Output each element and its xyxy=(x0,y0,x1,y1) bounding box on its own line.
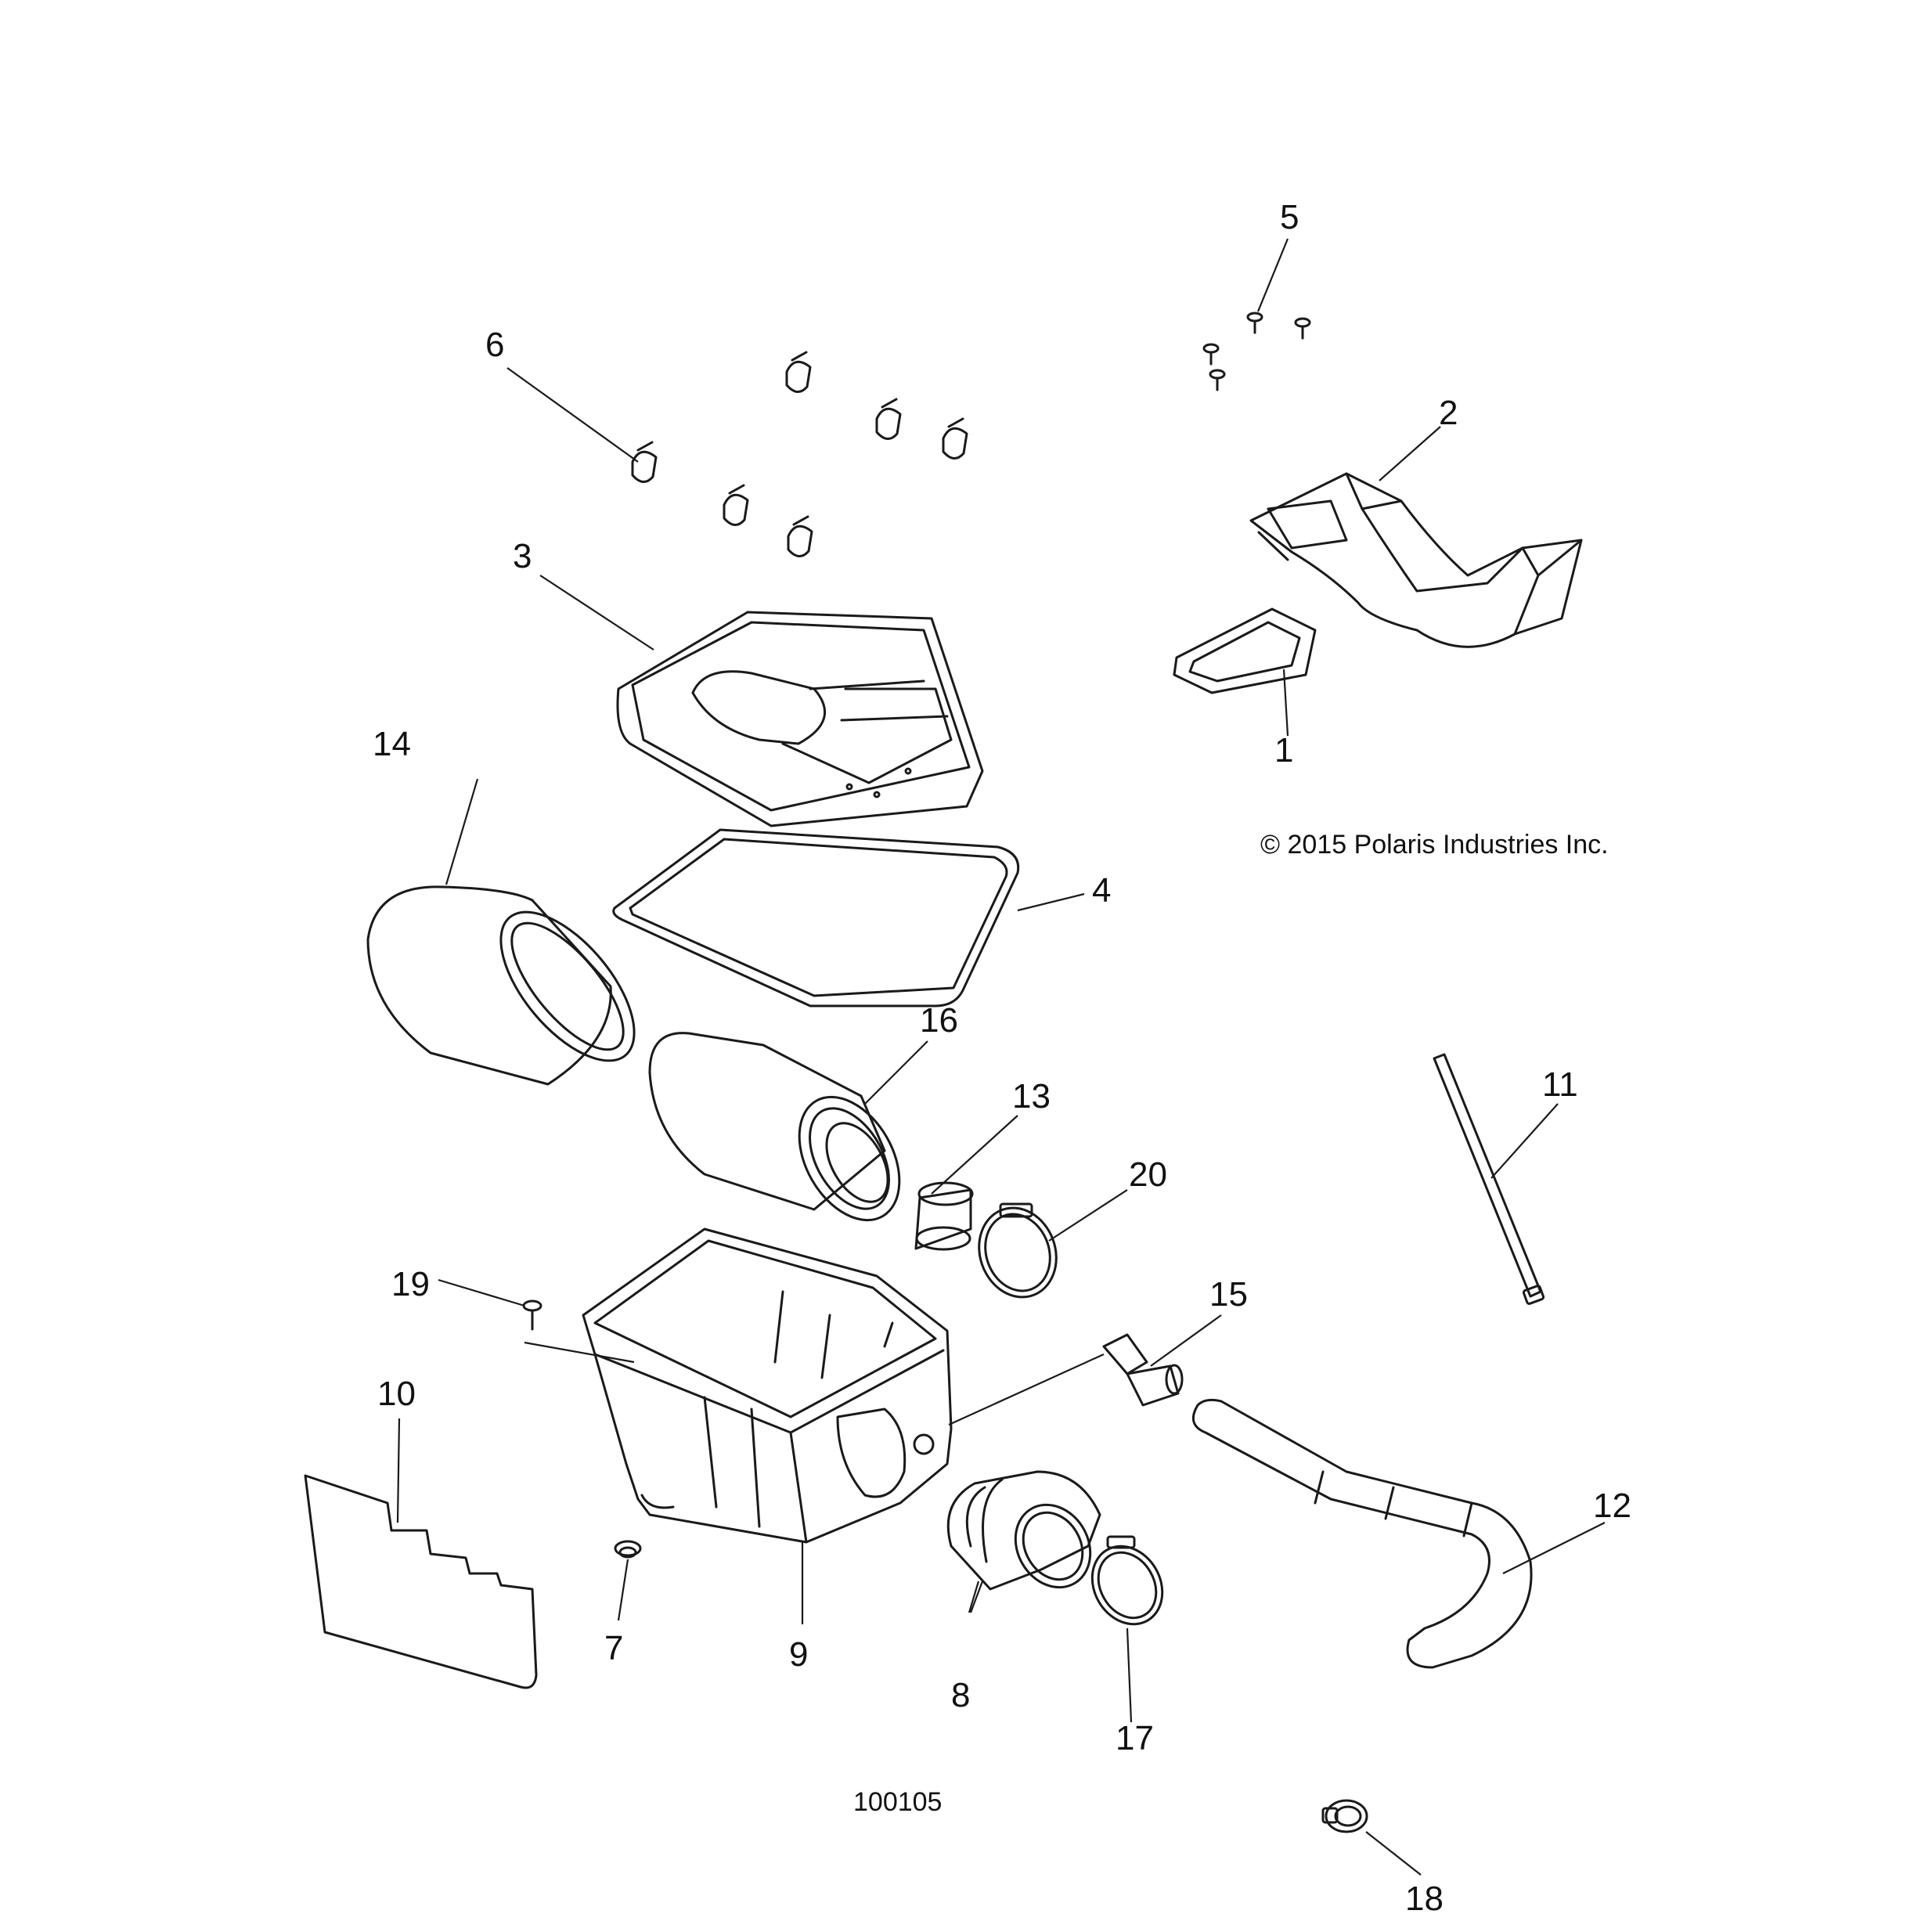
callout-19: 19 xyxy=(391,1265,430,1303)
leader-lines xyxy=(396,238,1606,1876)
callout-6: 6 xyxy=(485,326,504,364)
part-1-gasket xyxy=(1173,607,1317,694)
part-19-screw xyxy=(522,1299,542,1331)
callout-10: 10 xyxy=(377,1375,416,1413)
callout-12: 12 xyxy=(1593,1487,1631,1525)
callout-labels: 1 2 3 4 5 6 7 8 9 10 11 12 13 14 15 16 1… xyxy=(373,198,1631,1918)
part-17-hose-clamp xyxy=(1090,1535,1164,1626)
callout-8: 8 xyxy=(951,1676,970,1714)
part-9-airbox xyxy=(582,1227,953,1544)
callout-11: 11 xyxy=(1542,1065,1578,1104)
part-2-intake-duct xyxy=(1249,472,1583,648)
callout-15: 15 xyxy=(1209,1275,1248,1314)
part-14-pre-filter xyxy=(366,885,636,1086)
part-13-coupler-ring xyxy=(914,1181,974,1251)
callout-4: 4 xyxy=(1092,871,1111,910)
callout-7: 7 xyxy=(604,1629,623,1667)
part-10-panel xyxy=(304,1474,538,1689)
callout-13: 13 xyxy=(1012,1077,1051,1116)
part-4-lid-seal xyxy=(612,828,1020,1007)
part-8-outlet-boot xyxy=(946,1470,1101,1591)
callout-5: 5 xyxy=(1280,198,1299,236)
callout-17: 17 xyxy=(1116,1719,1154,1757)
part-7-grommet xyxy=(614,1540,642,1559)
figure-id: 100105 xyxy=(853,1787,942,1817)
part-6-clips xyxy=(631,351,968,557)
callout-16: 16 xyxy=(920,1001,958,1040)
callout-14: 14 xyxy=(373,725,411,763)
callout-3: 3 xyxy=(513,537,532,575)
part-11-cable-tie xyxy=(1433,1053,1545,1305)
copyright-notice: © 2015 Polaris Industries Inc. xyxy=(1260,830,1609,860)
part-12-breather-hose xyxy=(1191,1398,1533,1669)
part-5-screws xyxy=(1202,312,1311,391)
callout-9: 9 xyxy=(789,1635,808,1674)
callout-18: 18 xyxy=(1405,1880,1444,1918)
part-18-small-clamp xyxy=(1321,1799,1368,1833)
callout-1: 1 xyxy=(1274,731,1293,770)
part-16-air-filter xyxy=(648,1032,901,1222)
callout-2: 2 xyxy=(1439,394,1458,432)
part-15-fitting xyxy=(1102,1333,1184,1407)
part-20-hose-clamp xyxy=(978,1202,1058,1299)
callout-20: 20 xyxy=(1129,1155,1167,1194)
part-3-airbox-lid xyxy=(616,611,984,827)
